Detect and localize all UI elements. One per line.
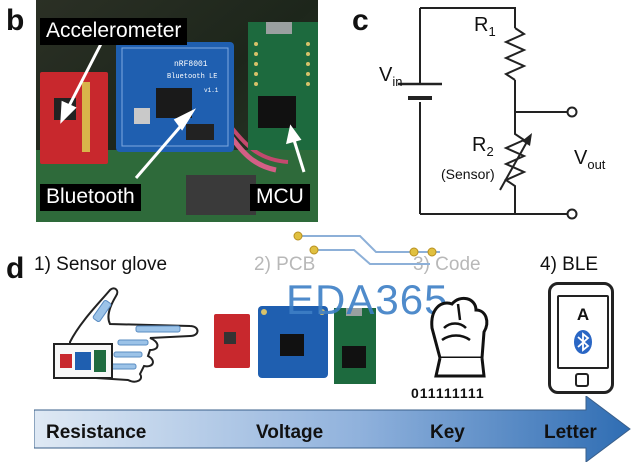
r1-label: R1 [474,14,496,39]
bluetooth-icon [574,330,592,354]
bluetooth-label: Bluetooth [40,184,141,212]
vin-sub: in [392,74,403,89]
board-text-title: Bluetooth LE [167,73,217,81]
voltage-divider-circuit [398,7,578,220]
phone-illustration: A [548,282,614,394]
sensor-label: (Sensor) [441,166,495,182]
panel-label-b: b [6,4,25,37]
stage-arrow [34,396,631,462]
phone-screen: A [557,295,609,369]
stage-key: Key [430,422,465,443]
step-code: 3) Code [413,254,481,275]
vin-main: V [379,64,393,86]
accelerometer-board [40,72,108,164]
watermark-text: EDA365 [286,276,449,323]
r2-main: R [472,134,487,156]
hand-sign-drawing [430,296,489,378]
panel-label-c: c [352,4,369,37]
panel-label-d: d [6,252,25,285]
vout-terminal-top [566,106,578,118]
vout-label: Vout [574,147,605,172]
mcu-label: MCU [250,184,310,212]
stage-letter: Letter [544,422,597,443]
phone-letter: A [576,305,590,324]
watermark-traces [293,231,440,265]
step-sensor-glove: 1) Sensor glove [34,254,168,275]
binary-code: 011111111 [411,385,485,401]
sensor-glove-drawing [53,287,199,383]
r2-sub: 2 [486,144,494,159]
step-pcb: 2) PCB [254,254,316,275]
pcb-modules [214,306,376,384]
r1-main: R [474,14,489,36]
mcu-board [248,22,318,150]
step-ble: 4) BLE [540,254,599,275]
board-text-chip: nRF8001 [174,60,208,69]
sensor-arrow-head [522,133,532,146]
vout-main: V [574,147,588,169]
vout-sub: out [587,157,606,172]
stage-voltage: Voltage [256,422,324,443]
accelerometer-label: Accelerometer [40,18,188,46]
sensor-variable-arrow [499,139,529,191]
board-text-version: v1.1 [204,87,219,94]
vout-terminal-bottom [566,208,578,220]
vin-label: Vin [379,64,402,89]
bluetooth-board: nRF8001 Bluetooth LE v1.1 [116,42,234,152]
r2-label: R2 [472,134,494,159]
pointer-arrows [60,37,306,179]
stage-resistance: Resistance [46,422,147,443]
phone-home-button [575,373,589,387]
r1-sub: 1 [488,24,496,39]
